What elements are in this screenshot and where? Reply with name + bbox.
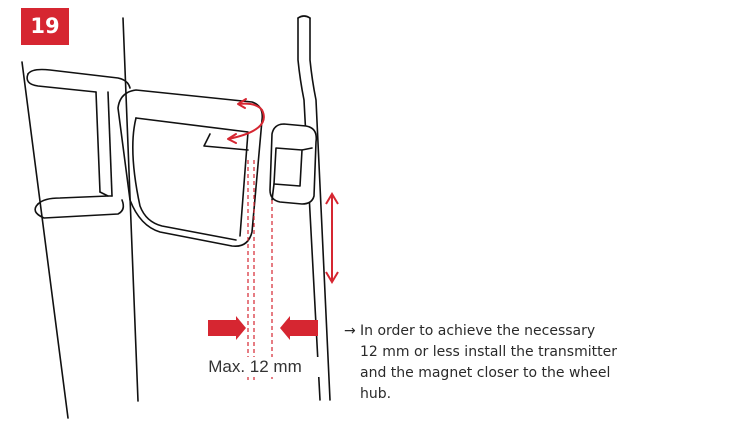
- spoke: [297, 15, 331, 401]
- instruction-line: hub.: [360, 386, 392, 402]
- bullet-arrow-icon: →: [344, 323, 356, 339]
- transmitter: [117, 89, 264, 248]
- push-arrow-right-icon: [208, 316, 246, 340]
- instruction-line: and the magnet closer to the wheel: [360, 365, 611, 381]
- instruction-line: 12 mm or less install the transmitter: [360, 344, 617, 360]
- magnet: [269, 123, 318, 205]
- rotate-arrow-icon: [227, 98, 265, 144]
- zip-tie-lower: [34, 195, 125, 219]
- instruction-body: In order to achieve the necessary 12 mm …: [344, 321, 740, 405]
- step-number-badge: 19: [21, 8, 69, 45]
- max-distance-label: Max. 12 mm: [190, 357, 320, 377]
- vertical-double-arrow-icon: [325, 192, 339, 284]
- instruction-text: → In order to achieve the necessary 12 m…: [344, 321, 740, 405]
- instruction-line: In order to achieve the necessary: [360, 323, 596, 339]
- zip-tie-upper: [26, 68, 131, 197]
- push-arrow-left-icon: [280, 316, 318, 340]
